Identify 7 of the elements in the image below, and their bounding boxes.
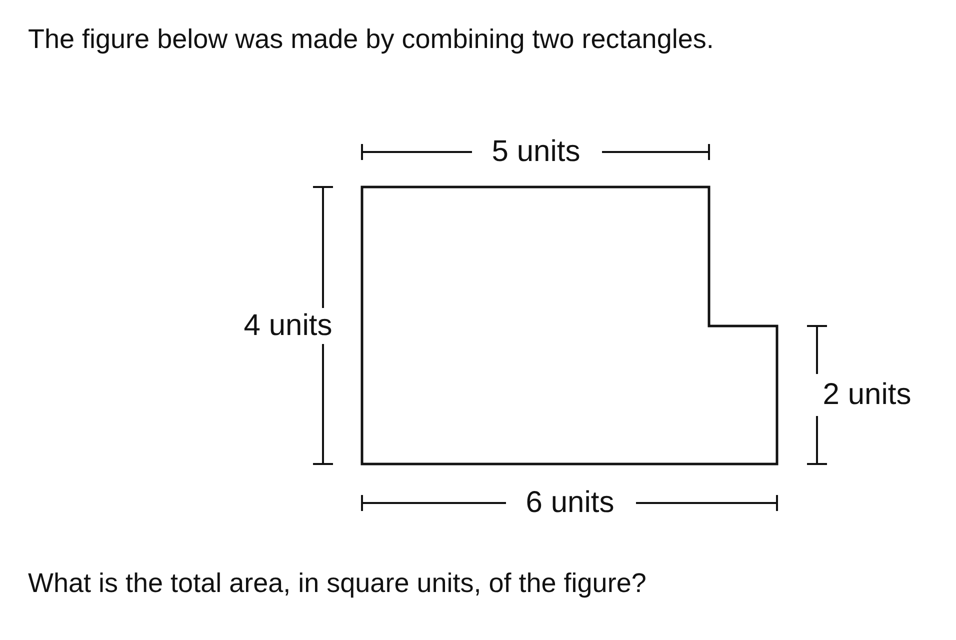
dimension-label: 5 units	[492, 137, 580, 167]
dimension-label: 4 units	[244, 311, 332, 341]
dimension-label: 6 units	[526, 488, 614, 518]
question-text: What is the total area, in square units, of the figure?	[28, 568, 646, 599]
title: The figure below was made by combining two rectangles.	[28, 24, 714, 55]
l-shaped-figure	[360, 186, 778, 466]
dimension-label: 2 units	[822, 380, 912, 410]
